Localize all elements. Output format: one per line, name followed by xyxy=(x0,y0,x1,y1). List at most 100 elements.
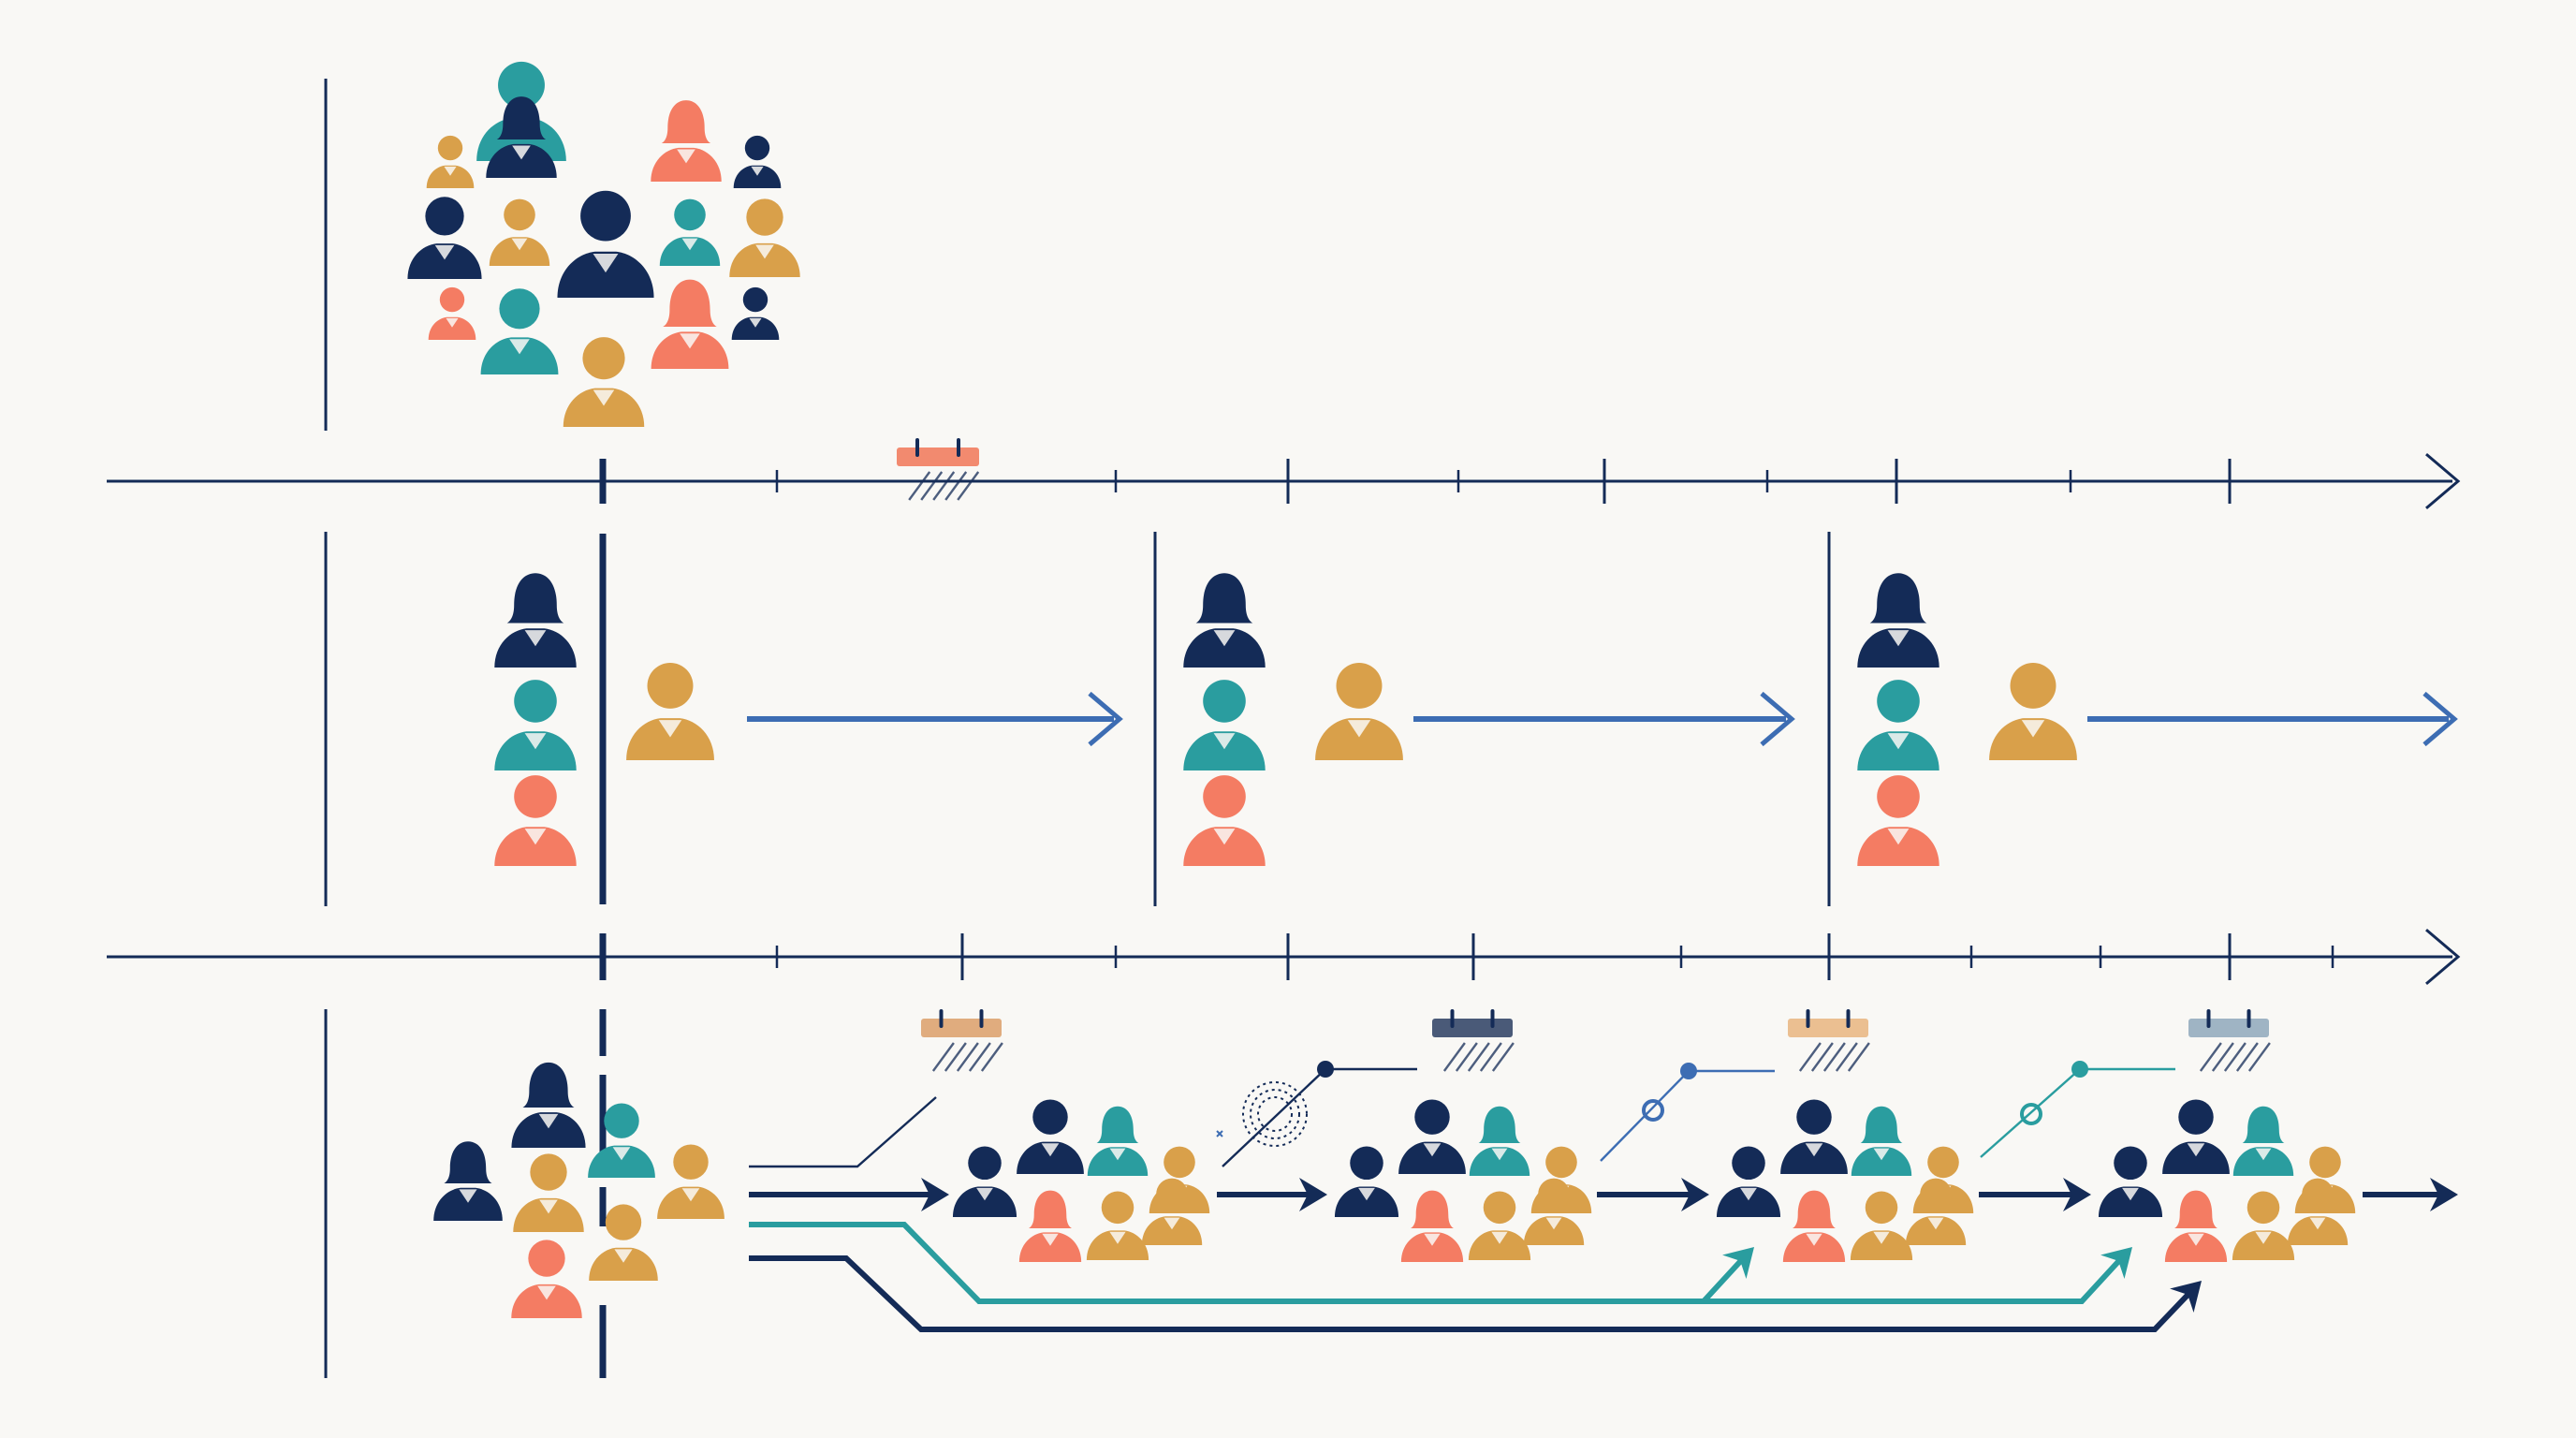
pointer-line xyxy=(749,1096,937,1168)
person-icon xyxy=(1141,1178,1203,1245)
person-head xyxy=(582,337,625,380)
arrow-right-icon xyxy=(921,1178,949,1211)
person-collar xyxy=(2122,1187,2139,1201)
calendar-hatch xyxy=(1467,1042,1490,1072)
arrow-right-icon xyxy=(1299,1178,1327,1211)
person-collar xyxy=(1424,1233,1441,1246)
person-icon xyxy=(1183,775,1266,866)
person-collar xyxy=(537,1285,556,1300)
person-collar xyxy=(459,1189,477,1203)
person-collar xyxy=(681,238,698,251)
person-collar xyxy=(1887,829,1910,845)
person-hair xyxy=(2174,1190,2218,1228)
person-head xyxy=(1164,1146,1195,1179)
person-icon xyxy=(1183,680,1266,770)
person-head xyxy=(2178,1099,2214,1135)
person-icon xyxy=(651,279,729,369)
person-head xyxy=(504,198,535,231)
person-body xyxy=(657,1186,724,1219)
person-icon xyxy=(589,1204,658,1281)
arrow-right-icon xyxy=(2422,691,2458,747)
calendars-layer xyxy=(897,438,2271,1072)
person-head xyxy=(1483,1191,1516,1225)
calendar-hatch xyxy=(2223,1042,2247,1072)
arrow-right-icon xyxy=(1722,1247,1754,1279)
person-icon xyxy=(1017,1099,1084,1174)
person-icon xyxy=(1334,1146,1399,1217)
person-body xyxy=(494,827,577,866)
person-head xyxy=(647,662,694,709)
arrowhead-shape xyxy=(921,1178,949,1211)
person-icon xyxy=(1087,1106,1149,1176)
person-head xyxy=(1877,680,1920,723)
person-head xyxy=(746,198,783,236)
arrow-right-icon xyxy=(2170,1281,2202,1313)
pointer-ring xyxy=(1642,1099,1664,1122)
person-icon xyxy=(1780,1099,1848,1174)
person-icon xyxy=(2098,1146,2163,1217)
arrowhead-shape xyxy=(1722,1247,1754,1279)
person-body xyxy=(511,1284,582,1318)
calendar-hatch xyxy=(2247,1042,2271,1072)
person-hair xyxy=(506,573,564,624)
person-body xyxy=(511,1112,586,1148)
person-collar xyxy=(444,166,457,176)
person-icon xyxy=(1315,662,1403,760)
calendar-hatch xyxy=(931,1042,955,1072)
person-icon xyxy=(486,96,557,178)
person-body xyxy=(433,1187,503,1221)
person-hair xyxy=(496,96,547,139)
calendar-hatch xyxy=(1455,1042,1478,1072)
person-hair xyxy=(1096,1106,1139,1143)
calendar-hatch xyxy=(1835,1042,1858,1072)
calendar-hatch xyxy=(1479,1042,1502,1072)
person-body xyxy=(2232,1147,2294,1176)
person-hair xyxy=(522,1062,575,1108)
arrowhead-shape xyxy=(2100,1247,2132,1279)
calendar-hatch xyxy=(957,471,980,501)
person-head xyxy=(604,1103,639,1138)
person-head xyxy=(1538,1178,1570,1211)
person-icon xyxy=(1857,573,1939,668)
person-collar xyxy=(2255,1231,2272,1244)
person-body xyxy=(2098,1186,2163,1217)
person-icon xyxy=(1469,1106,1530,1176)
person-head xyxy=(1414,1099,1450,1135)
person-icon xyxy=(489,198,550,266)
person-body xyxy=(1716,1186,1781,1217)
person-head xyxy=(530,1153,567,1191)
person-collar xyxy=(434,244,455,260)
person-head xyxy=(1920,1178,1952,1211)
pointer-dot xyxy=(1317,1061,1334,1078)
pointer-line xyxy=(1980,1067,2175,1158)
person-collar xyxy=(976,1187,993,1201)
person-hair xyxy=(663,279,717,327)
person-collar xyxy=(1358,1187,1375,1201)
person-head xyxy=(1927,1146,1959,1179)
arrow-right-icon xyxy=(1760,691,1795,747)
person-collar xyxy=(524,733,547,750)
person-collar xyxy=(1423,1143,1442,1157)
person-head xyxy=(2247,1191,2280,1225)
person-collar xyxy=(1042,1233,1059,1246)
arrow-right-icon xyxy=(2063,1178,2091,1211)
person-collar xyxy=(1806,1233,1822,1246)
person-head xyxy=(1032,1099,1068,1135)
person-icon xyxy=(563,337,645,427)
person-icon xyxy=(2162,1099,2230,1174)
person-body xyxy=(480,337,559,374)
arrow-right-icon xyxy=(2430,1178,2458,1211)
person-collar xyxy=(2309,1217,2326,1230)
calendar-hatch xyxy=(1847,1042,1870,1072)
person-icon xyxy=(1905,1178,1967,1245)
target-ring xyxy=(1242,1081,1308,1147)
person-body xyxy=(626,718,714,760)
person-icon xyxy=(2232,1191,2295,1260)
person-head xyxy=(1796,1099,1832,1135)
target-ring xyxy=(1257,1096,1293,1132)
person-hair xyxy=(1028,1190,1073,1228)
person-collar xyxy=(524,829,547,845)
person-icon xyxy=(1400,1190,1464,1262)
person-collar xyxy=(1213,829,1236,845)
person-collar xyxy=(538,1113,559,1129)
